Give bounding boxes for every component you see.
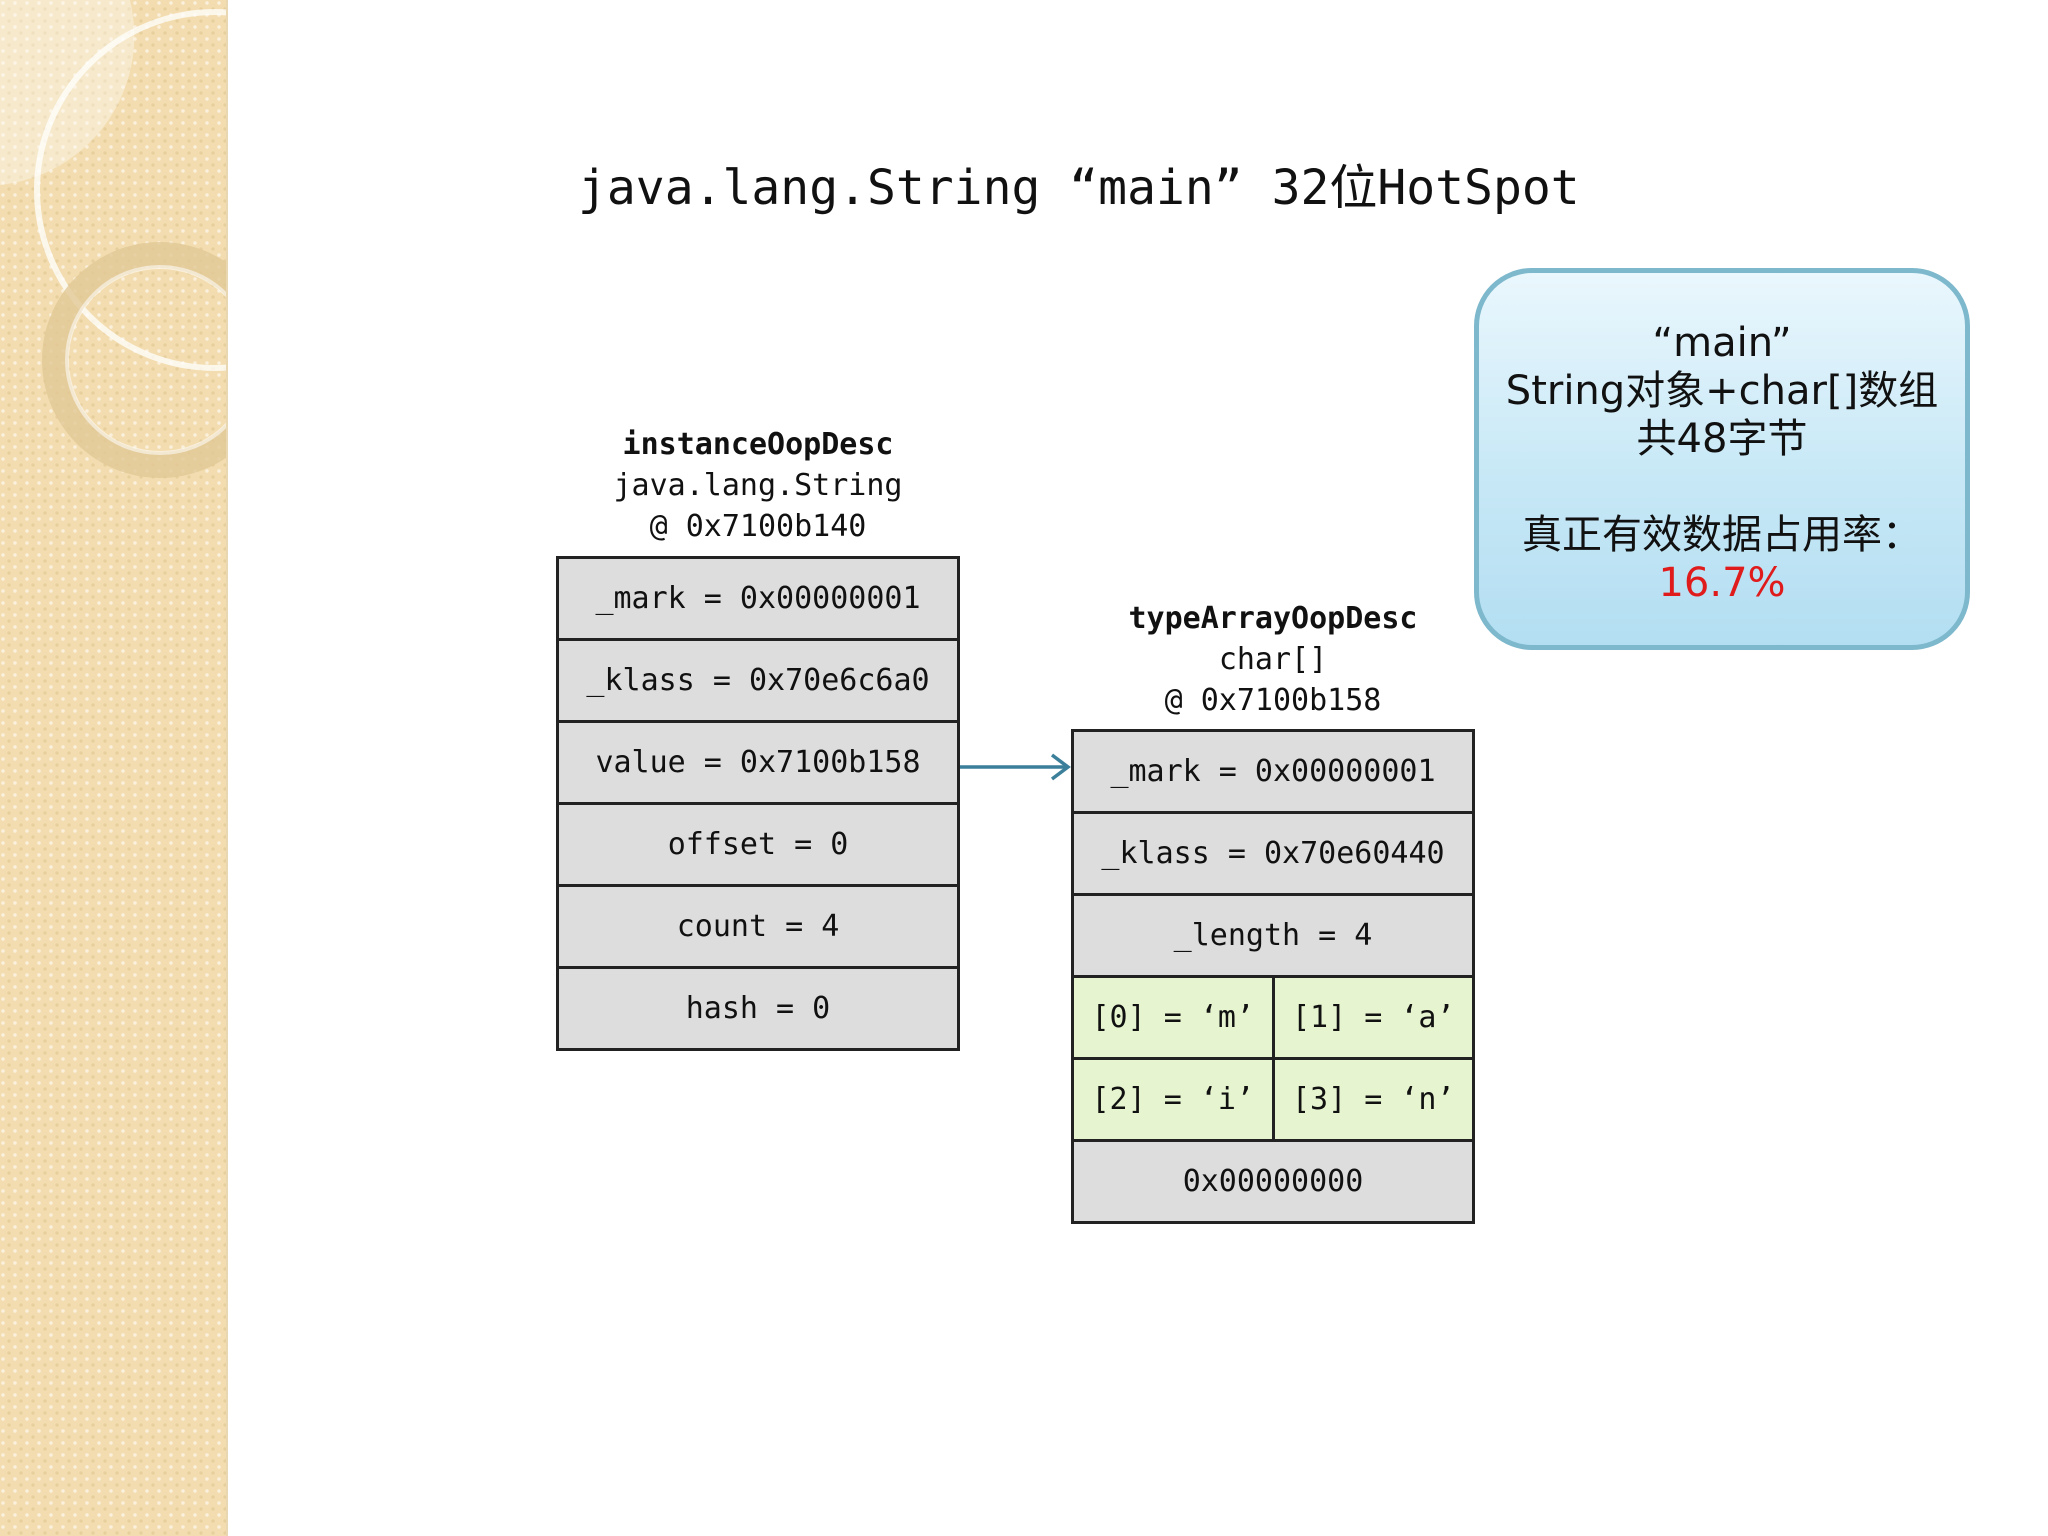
callout-string-name: “main” bbox=[1652, 320, 1792, 366]
array-oop-box: _mark = 0x00000001 _klass = 0x70e60440 _… bbox=[1071, 729, 1475, 1224]
instance-oop-box: _mark = 0x00000001 _klass = 0x70e6c6a0 v… bbox=[556, 556, 960, 1051]
callout-total-bytes: 共48字节 bbox=[1636, 416, 1808, 462]
reference-arrow bbox=[960, 753, 1071, 781]
instance-field-klass: _klass = 0x70e6c6a0 bbox=[559, 641, 957, 723]
decorative-rings bbox=[0, 0, 226, 478]
array-element-0: [0] = ‘m’ bbox=[1074, 978, 1275, 1057]
instance-address: @ 0x7100b140 bbox=[649, 509, 867, 544]
array-field-klass: _klass = 0x70e60440 bbox=[1074, 814, 1472, 896]
instance-field-mark: _mark = 0x00000001 bbox=[559, 559, 957, 641]
instance-class: java.lang.String bbox=[613, 468, 903, 503]
array-field-length: _length = 4 bbox=[1074, 896, 1472, 978]
slide-title: java.lang.String “main” 32位HotSpot bbox=[578, 160, 1580, 216]
instance-field-count: count = 4 bbox=[559, 887, 957, 969]
instance-field-hash: hash = 0 bbox=[685, 991, 831, 1026]
callout-objects: String对象+char[]数组 bbox=[1505, 368, 1939, 414]
array-elements-row-1: [0] = ‘m’ [1] = ‘a’ bbox=[1074, 978, 1472, 1060]
array-address: @ 0x7100b158 bbox=[1164, 683, 1382, 718]
array-element-1: [1] = ‘a’ bbox=[1274, 978, 1472, 1057]
callout-efficiency-label: 真正有效数据占用率： bbox=[1522, 512, 1922, 558]
summary-callout: “main” String对象+char[]数组 共48字节 真正有效数据占用率… bbox=[1474, 268, 1970, 650]
array-element-3: [3] = ‘n’ bbox=[1274, 1060, 1472, 1139]
array-class: char[] bbox=[1218, 642, 1328, 677]
array-element-2: [2] = ‘i’ bbox=[1074, 1060, 1275, 1139]
array-header: typeArrayOopDesc char[] @ 0x7100b158 bbox=[1071, 598, 1475, 721]
decorative-sidebar bbox=[0, 0, 228, 1536]
array-elements-row-2: [2] = ‘i’ [3] = ‘n’ bbox=[1074, 1060, 1472, 1142]
instance-header: instanceOopDesc java.lang.String @ 0x710… bbox=[556, 424, 960, 547]
callout-efficiency-percent: 16.7% bbox=[1658, 560, 1786, 606]
instance-field-value: value = 0x7100b158 bbox=[559, 723, 957, 805]
array-kind: typeArrayOopDesc bbox=[1128, 601, 1418, 636]
instance-kind: instanceOopDesc bbox=[622, 427, 894, 462]
instance-field-offset: offset = 0 bbox=[559, 805, 957, 887]
array-padding: 0x00000000 bbox=[1182, 1164, 1364, 1199]
array-field-mark: _mark = 0x00000001 bbox=[1074, 732, 1472, 814]
